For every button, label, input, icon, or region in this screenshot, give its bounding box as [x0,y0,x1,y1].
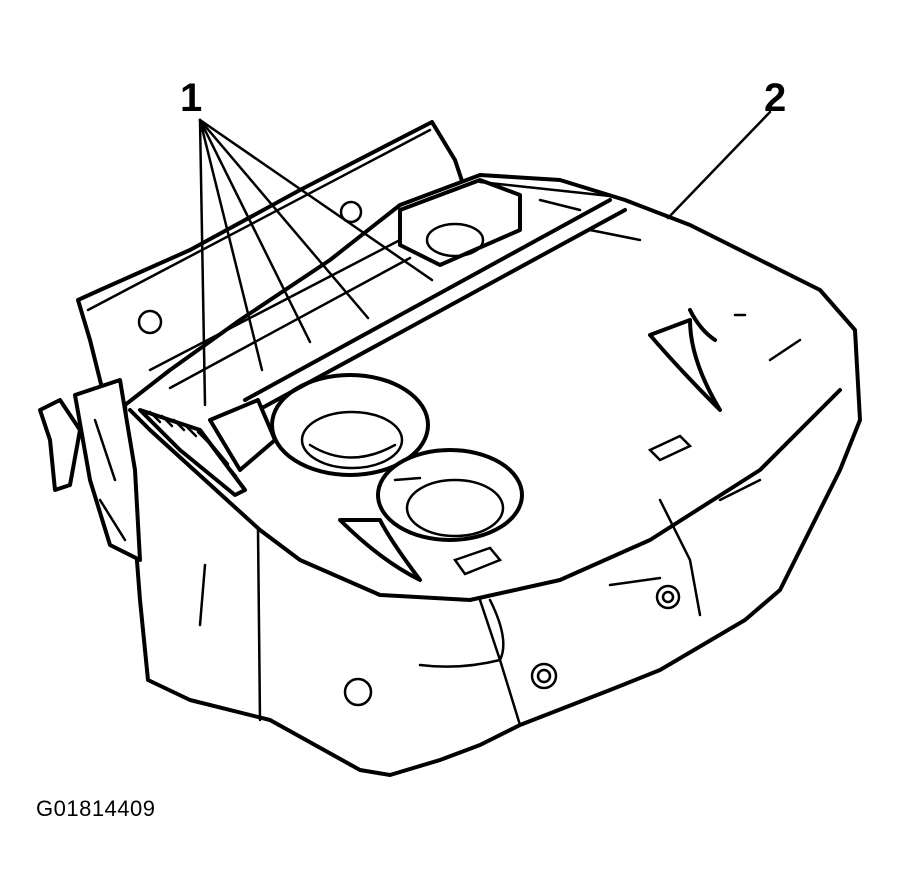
top-rail [148,178,642,410]
callout-2-leader [666,110,772,220]
front-seal-strip [138,398,277,497]
callout-1-leaders [198,118,434,407]
callout-label-1: 1 [180,76,203,120]
oil-filler-openings [270,373,524,542]
side-latch [38,378,142,562]
figure-id-label: G01814409 [36,796,156,821]
callout-label-2: 2 [764,76,787,120]
